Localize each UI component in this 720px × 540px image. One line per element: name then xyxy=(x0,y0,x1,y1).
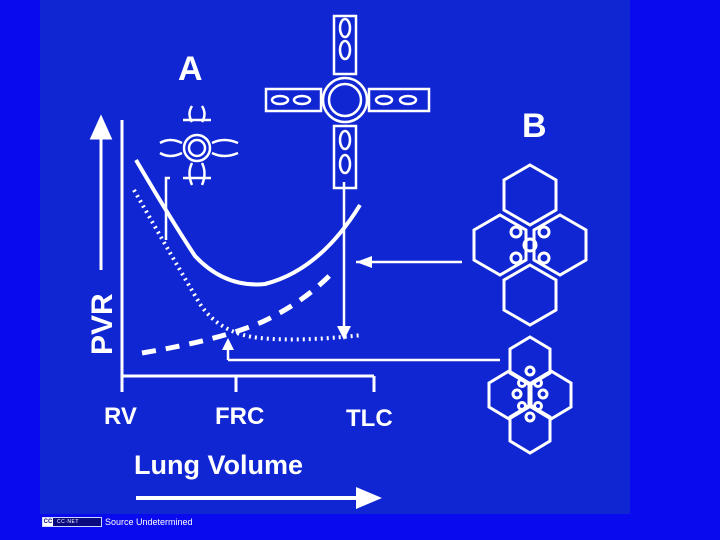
large-vessel-icon xyxy=(266,16,429,188)
panel-a-label: A xyxy=(178,50,203,88)
figure-photo: A B PVR RV FRC TLC Lung Volume xyxy=(40,0,630,514)
x-axis-label: Lung Volume xyxy=(134,450,303,480)
leader-lines xyxy=(166,178,500,360)
cc-badge-icon: CC xyxy=(43,518,53,526)
x-tick-rv: RV xyxy=(104,403,137,430)
x-tick-tlc: TLC xyxy=(346,405,393,432)
alveoli-low-volume-icon xyxy=(489,337,571,453)
alveoli-high-volume-icon xyxy=(474,165,586,325)
footer: CC CC·NET Source Undetermined xyxy=(42,516,193,528)
source-text: Source Undetermined xyxy=(105,517,193,527)
lung-volume-pvr-diagram: A B PVR RV FRC TLC Lung Volume xyxy=(40,0,630,514)
logo-text: CC·NET xyxy=(53,519,79,525)
x-tick-frc: FRC xyxy=(215,403,264,430)
small-vessel-icon xyxy=(160,106,238,185)
license-logo[interactable]: CC CC·NET xyxy=(42,517,102,527)
y-axis-arrow xyxy=(92,118,110,270)
x-axis-arrow xyxy=(136,487,382,509)
y-axis-label: PVR xyxy=(86,293,119,355)
panel-b-label: B xyxy=(522,107,547,145)
plot-axes xyxy=(122,120,374,392)
